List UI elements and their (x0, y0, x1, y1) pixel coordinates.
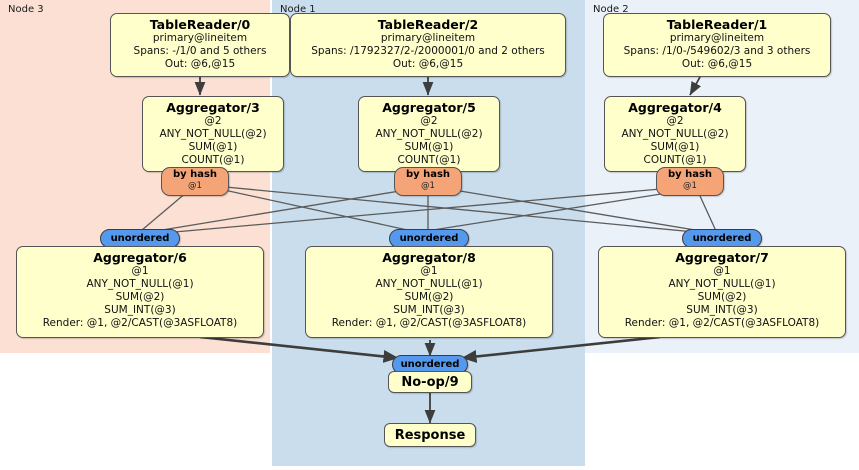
node-panel-label: Node 3 (8, 4, 44, 15)
processor-title: TableReader/2 (377, 17, 479, 32)
router-column: @1 (683, 181, 697, 191)
processor-spans: Spans: -/1/0 and 5 others (133, 45, 267, 57)
processor-title: Aggregator/5 (382, 100, 476, 115)
router-label: by hash (405, 169, 451, 180)
processor-agg-2: SUM(@1) (650, 141, 700, 153)
processor-source: primary@lineitem (380, 32, 476, 44)
processor-spans: Spans: /1792327/2-/2000001/0 and 2 other… (311, 45, 545, 57)
processor-source: primary@lineitem (152, 32, 248, 44)
processor-agg-1: ANY_NOT_NULL(@2) (159, 128, 267, 140)
processor-title: Aggregator/6 (93, 250, 187, 265)
processor-agg-1: ANY_NOT_NULL(@1) (668, 278, 776, 290)
processor-agg-3: SUM_INT(@3) (393, 304, 465, 316)
output-router-by-hash-right[interactable]: by hash @1 (656, 167, 724, 196)
processor-out: Out: @6,@15 (681, 58, 753, 70)
processor-title: Aggregator/7 (675, 250, 769, 265)
processor-agg-2: SUM(@2) (404, 291, 454, 303)
processor-agg-2: SUM(@1) (188, 141, 238, 153)
processor-agg-1: ANY_NOT_NULL(@2) (621, 128, 729, 140)
processor-agg-2: SUM(@2) (115, 291, 165, 303)
processor-agg-1: ANY_NOT_NULL(@1) (86, 278, 194, 290)
processor-render: Render: @1, @2/CAST(@3ASFLOAT8) (331, 317, 527, 329)
processor-aggregator-8[interactable]: Aggregator/8 @1 ANY_NOT_NULL(@1) SUM(@2)… (305, 246, 553, 338)
processor-title: TableReader/0 (149, 17, 251, 32)
processor-agg-2: SUM(@1) (404, 141, 454, 153)
processor-title: TableReader/1 (666, 17, 768, 32)
processor-group: @1 (420, 265, 438, 277)
processor-aggregator-6[interactable]: Aggregator/6 @1 ANY_NOT_NULL(@1) SUM(@2)… (16, 246, 264, 338)
processor-agg-2: SUM(@2) (697, 291, 747, 303)
processor-title: Aggregator/3 (166, 100, 260, 115)
processor-out: Out: @6,@15 (164, 58, 236, 70)
processor-agg-3: SUM_INT(@3) (104, 304, 176, 316)
processor-group: @2 (420, 115, 438, 127)
node-panel-label: Node 1 (280, 4, 316, 15)
processor-agg-1: ANY_NOT_NULL(@1) (375, 278, 483, 290)
router-label: by hash (667, 169, 713, 180)
processor-render: Render: @1, @2/CAST(@3ASFLOAT8) (42, 317, 238, 329)
processor-title: Aggregator/4 (628, 100, 722, 115)
processor-agg-3: COUNT(@1) (643, 154, 707, 166)
processor-tablereader-1[interactable]: TableReader/1 primary@lineitem Spans: /1… (603, 13, 831, 77)
router-column: @1 (421, 181, 435, 191)
processor-response[interactable]: Response (384, 423, 476, 447)
processor-title: Aggregator/8 (382, 250, 476, 265)
processor-group: @2 (666, 115, 684, 127)
processor-agg-3: COUNT(@1) (181, 154, 245, 166)
processor-source: primary@lineitem (669, 32, 765, 44)
router-label: by hash (172, 169, 218, 180)
processor-group: @2 (204, 115, 222, 127)
processor-tablereader-0[interactable]: TableReader/0 primary@lineitem Spans: -/… (110, 13, 290, 77)
processor-group: @1 (131, 265, 149, 277)
processor-aggregator-5[interactable]: Aggregator/5 @2 ANY_NOT_NULL(@2) SUM(@1)… (358, 96, 500, 172)
output-router-by-hash-middle[interactable]: by hash @1 (394, 167, 462, 196)
processor-render: Render: @1, @2/CAST(@3ASFLOAT8) (624, 317, 820, 329)
processor-no-op-9[interactable]: No-op/9 (388, 371, 472, 393)
processor-tablereader-2[interactable]: TableReader/2 primary@lineitem Spans: /1… (290, 13, 566, 77)
processor-spans: Spans: /1/0-/549602/3 and 3 others (623, 45, 811, 57)
processor-aggregator-7[interactable]: Aggregator/7 @1 ANY_NOT_NULL(@1) SUM(@2)… (598, 246, 846, 338)
processor-aggregator-3[interactable]: Aggregator/3 @2 ANY_NOT_NULL(@2) SUM(@1)… (142, 96, 284, 172)
processor-group: @1 (713, 265, 731, 277)
processor-agg-3: SUM_INT(@3) (686, 304, 758, 316)
processor-out: Out: @6,@15 (392, 58, 464, 70)
processor-aggregator-4[interactable]: Aggregator/4 @2 ANY_NOT_NULL(@2) SUM(@1)… (604, 96, 746, 172)
router-column: @1 (188, 181, 202, 191)
node-panel-label: Node 2 (593, 4, 629, 15)
processor-agg-1: ANY_NOT_NULL(@2) (375, 128, 483, 140)
output-router-by-hash-left[interactable]: by hash @1 (161, 167, 229, 196)
processor-agg-3: COUNT(@1) (397, 154, 461, 166)
